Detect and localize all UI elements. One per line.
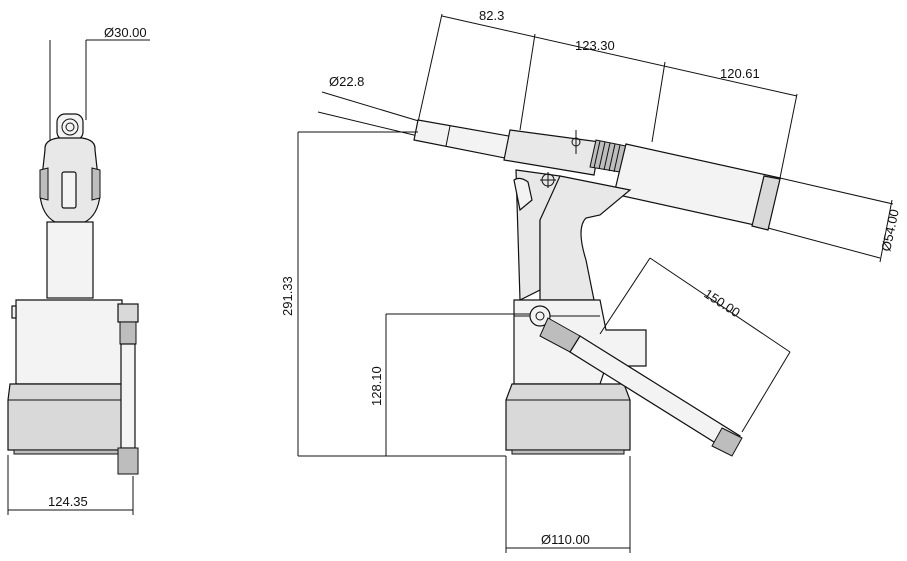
dim-base-height: 128.10 — [369, 366, 384, 406]
dim-front-width: 124.35 — [48, 494, 88, 509]
dim-top-diameter: Ø30.00 — [104, 25, 147, 40]
dim-total-height: 291.33 — [280, 276, 295, 316]
dim-rear-diameter: Ø54.00 — [878, 208, 902, 253]
dim-handle-length: 150.00 — [701, 286, 743, 320]
dim-length-2: 123.30 — [575, 38, 615, 53]
side-view: 82.3 123.30 120.61 Ø22.8 Ø54.00 — [280, 8, 902, 553]
dim-length-3: 120.61 — [720, 66, 760, 81]
front-view: Ø30.00 124.35 — [7, 25, 150, 515]
dim-base-diameter: Ø110.00 — [541, 532, 590, 547]
dim-nose-diameter: Ø22.8 — [329, 74, 364, 89]
dim-length-1: 82.3 — [479, 8, 504, 23]
